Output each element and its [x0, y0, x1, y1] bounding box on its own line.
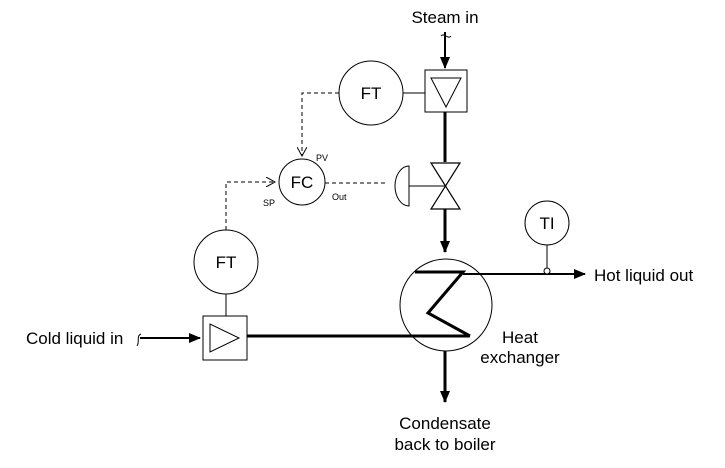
- sp-signal-line: [225, 182, 275, 230]
- hot-liquid-out-label: Hot liquid out: [594, 266, 694, 285]
- condensate-label-line2: back to boiler: [394, 435, 495, 454]
- temperature-indicator[interactable]: [524, 200, 570, 246]
- pv-signal-line: [302, 92, 339, 156]
- steam-control-valve[interactable]: [429, 162, 462, 210]
- flow-controller[interactable]: [278, 158, 326, 206]
- steam-in-label: Steam in: [411, 8, 478, 27]
- controller-pv-label: PV: [316, 153, 328, 163]
- liquid-flow-element: [202, 315, 248, 361]
- controller-sp-label: SP: [263, 198, 275, 208]
- temperature-indicator-tag: TI: [539, 214, 554, 233]
- valve-actuator: [394, 165, 410, 207]
- ti-sensor-point: [543, 267, 551, 275]
- heat-exchanger-label-line2: exchanger: [480, 348, 560, 367]
- cold-liquid-in-label: Cold liquid in: [26, 329, 123, 348]
- condensate-label-line1: Condensate: [399, 414, 491, 433]
- controller-out-label: Out: [332, 192, 347, 202]
- steam-inlet-pipe: [440, 32, 452, 69]
- heat-exchanger-label-line1: Heat: [502, 328, 538, 347]
- cold-liquid-break-symbol: [136, 333, 142, 347]
- flow-controller-tag: FC: [291, 173, 314, 192]
- steam-flow-transmitter-tag: FT: [361, 84, 382, 103]
- steam-flow-element: [424, 69, 468, 113]
- liquid-flow-transmitter-tag: FT: [216, 253, 237, 272]
